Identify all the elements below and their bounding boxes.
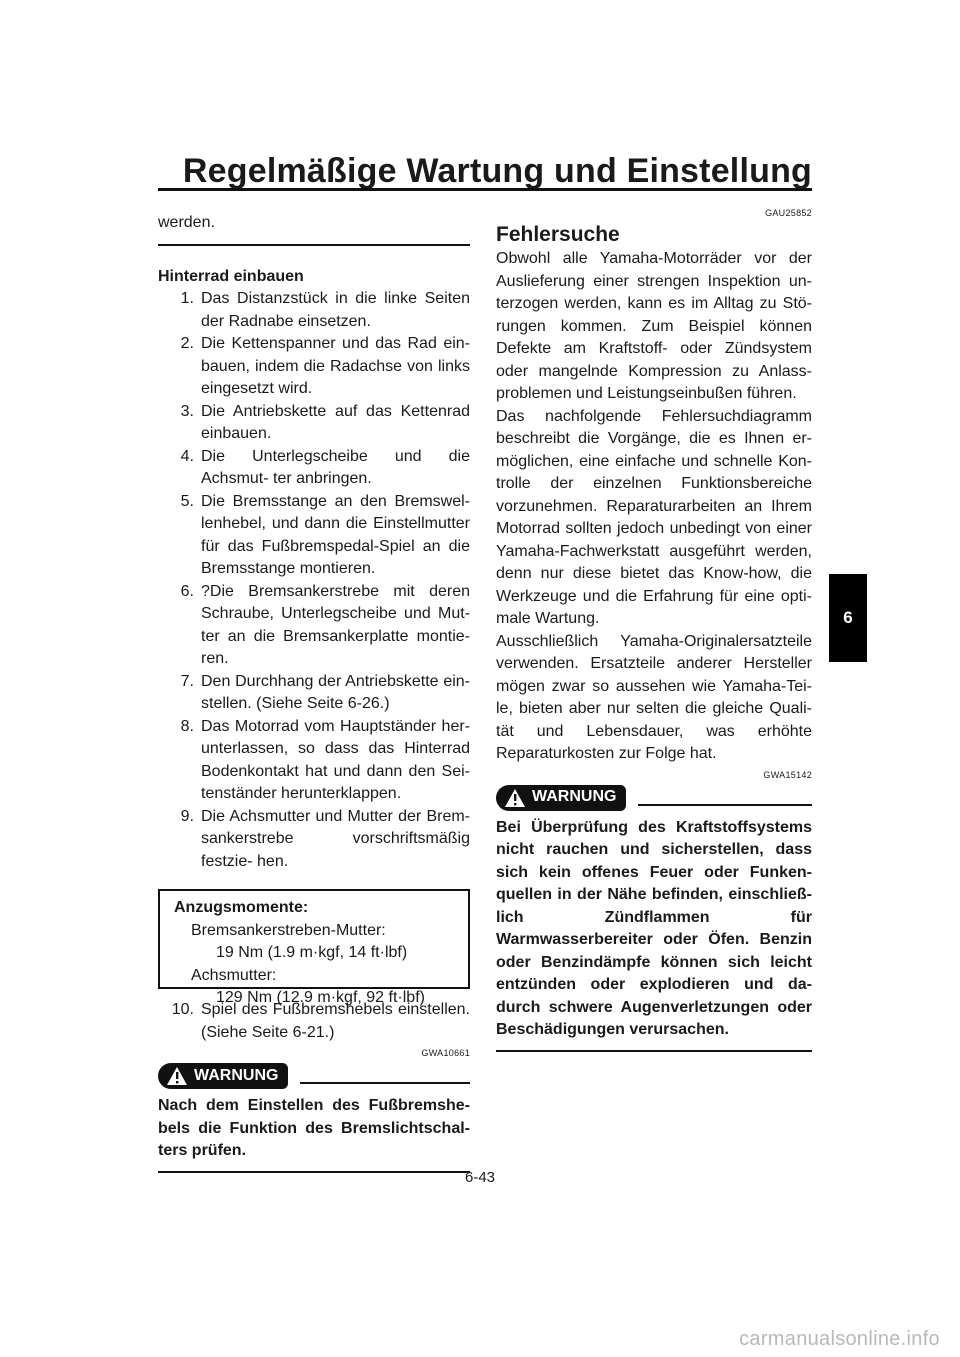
list-item: 5. Die Bremsstange an den Bremswel- lenhe…: [158, 491, 470, 581]
warning-triangle-icon: [167, 1067, 187, 1085]
chapter-tab[interactable]: 6: [829, 574, 867, 662]
warning-code: GWA10661: [421, 1048, 470, 1058]
right-column: GAU25852 Fehlersuche Obwohl alle Yamaha-…: [496, 208, 812, 1052]
warning-end-rule: [496, 1049, 812, 1052]
step-text: Spiel des Fußbremshebels einstellen. (Si…: [201, 1001, 470, 1041]
section-title: Fehlersuche: [496, 223, 620, 246]
intro-rule: [158, 243, 470, 246]
torque-item-label: Achsmutter:: [191, 966, 277, 984]
step-number: 1.: [180, 290, 194, 307]
list-item: 10. Spiel des Fußbremshebels einstellen. …: [158, 999, 470, 1044]
step-number: 6.: [180, 582, 194, 600]
step-text: Das Distanzstück in die linke Seiten der…: [201, 290, 470, 330]
list-item: 8. Das Motorrad vom Hauptständer her- unt…: [158, 716, 470, 806]
warning-header: WARNUNG: [158, 1063, 470, 1089]
list-item: 6. ?Die Bremsankerstrebe mit deren Schrau…: [158, 581, 470, 671]
section-code: GAU25852: [765, 208, 812, 218]
warning-header: WARNUNG: [496, 784, 812, 811]
step-number: 9.: [180, 807, 194, 825]
torque-item-value: 129 Nm (12.9 m·kgf, 92 ft·lbf): [216, 989, 425, 1006]
warning-end-rule: [158, 1170, 470, 1173]
warning-badge: WARNUNG: [158, 1063, 289, 1089]
warning-text: Nach dem Einstellen des Fußbremshe- bels…: [158, 1097, 470, 1159]
list-item: 1. Das Distanzstück in die linke Seiten d…: [158, 288, 470, 333]
step-text: Den Durchhang der Antriebskette ein- ste…: [201, 672, 470, 713]
install-steps: 1. Das Distanzstück in die linke Seiten d…: [158, 288, 470, 873]
warning-code: GWA15142: [763, 769, 812, 780]
step-text: ?Die Bremsankerstrebe mit deren Schraube…: [201, 582, 470, 668]
warning-rule: [300, 1082, 470, 1084]
warning-text: Bei Überprüfung des Kraftstoffsystems ni…: [496, 818, 812, 1039]
paragraph: Ausschließlich Yamaha-Originalersatzteil…: [496, 632, 812, 763]
step-text: Die Kettenspanner und das Rad ein- bauen…: [201, 335, 470, 397]
list-item: 3. Die Antriebskette auf das Kettenrad ei…: [158, 401, 470, 446]
left-column: werden. Hinterrad einbauen 1. Das Distanz…: [158, 212, 470, 1173]
intro-text: werden.: [158, 214, 215, 231]
torque-item-value: 19 Nm (1.9 m·kgf, 14 ft·lbf): [216, 944, 408, 961]
step-number: 7.: [180, 672, 194, 690]
step-number: 4.: [180, 447, 194, 465]
step-number: 10.: [171, 1001, 194, 1018]
list-item: 2. Die Kettenspanner und das Rad ein- bau…: [158, 333, 470, 401]
paragraph: Obwohl alle Yamaha-Motorräder vor der Au…: [496, 250, 812, 402]
warning-label: WARNUNG: [194, 1066, 279, 1084]
subheading-hinterrad: Hinterrad einbauen: [158, 267, 304, 285]
step-number: 8.: [180, 717, 194, 735]
step-text: Die Bremsstange an den Bremswel- lenhebe…: [201, 492, 470, 578]
step-text: Die Antriebskette auf das Kettenrad einb…: [201, 402, 470, 443]
header-rule: [158, 188, 812, 191]
page-title: Regelmäßige Wartung und Einstellung: [182, 152, 812, 190]
step-number: 5.: [180, 492, 194, 510]
step-text: Die Achsmutter und Mutter der Brem- sank…: [201, 807, 470, 870]
warning-badge: WARNUNG: [496, 784, 627, 811]
warning-label: WARNUNG: [532, 788, 617, 806]
step-number: 3.: [180, 402, 194, 420]
install-steps-continued: 10. Spiel des Fußbremshebels einstellen. …: [158, 999, 470, 1044]
torque-item-label: Bremsankerstreben-Mutter:: [191, 921, 386, 939]
step-text: Das Motorrad vom Hauptständer her- unter…: [201, 717, 470, 803]
list-item: 4. Die Unterlegscheibe und die Achsmut- t…: [158, 446, 470, 491]
torque-title: Anzugsmomente:: [174, 899, 309, 916]
step-number: 2.: [180, 335, 194, 352]
step-text: Die Unterlegscheibe und die Achsmut- ter…: [201, 447, 470, 488]
torque-spec-box: Anzugsmomente: Bremsankerstreben-Mutter:…: [158, 889, 470, 1006]
footer-watermark-link[interactable]: carmanualsonline.info: [739, 1328, 940, 1350]
warning-rule: [638, 803, 812, 806]
list-item: 9. Die Achsmutter und Mutter der Brem- sa…: [158, 806, 470, 874]
list-item: 7. Den Durchhang der Antriebskette ein- s…: [158, 671, 470, 716]
warning-triangle-icon: [505, 788, 525, 807]
page-number: 6-43: [464, 1169, 496, 1186]
paragraph: Das nachfolgende Fehlersuchdiagramm besc…: [496, 407, 812, 628]
